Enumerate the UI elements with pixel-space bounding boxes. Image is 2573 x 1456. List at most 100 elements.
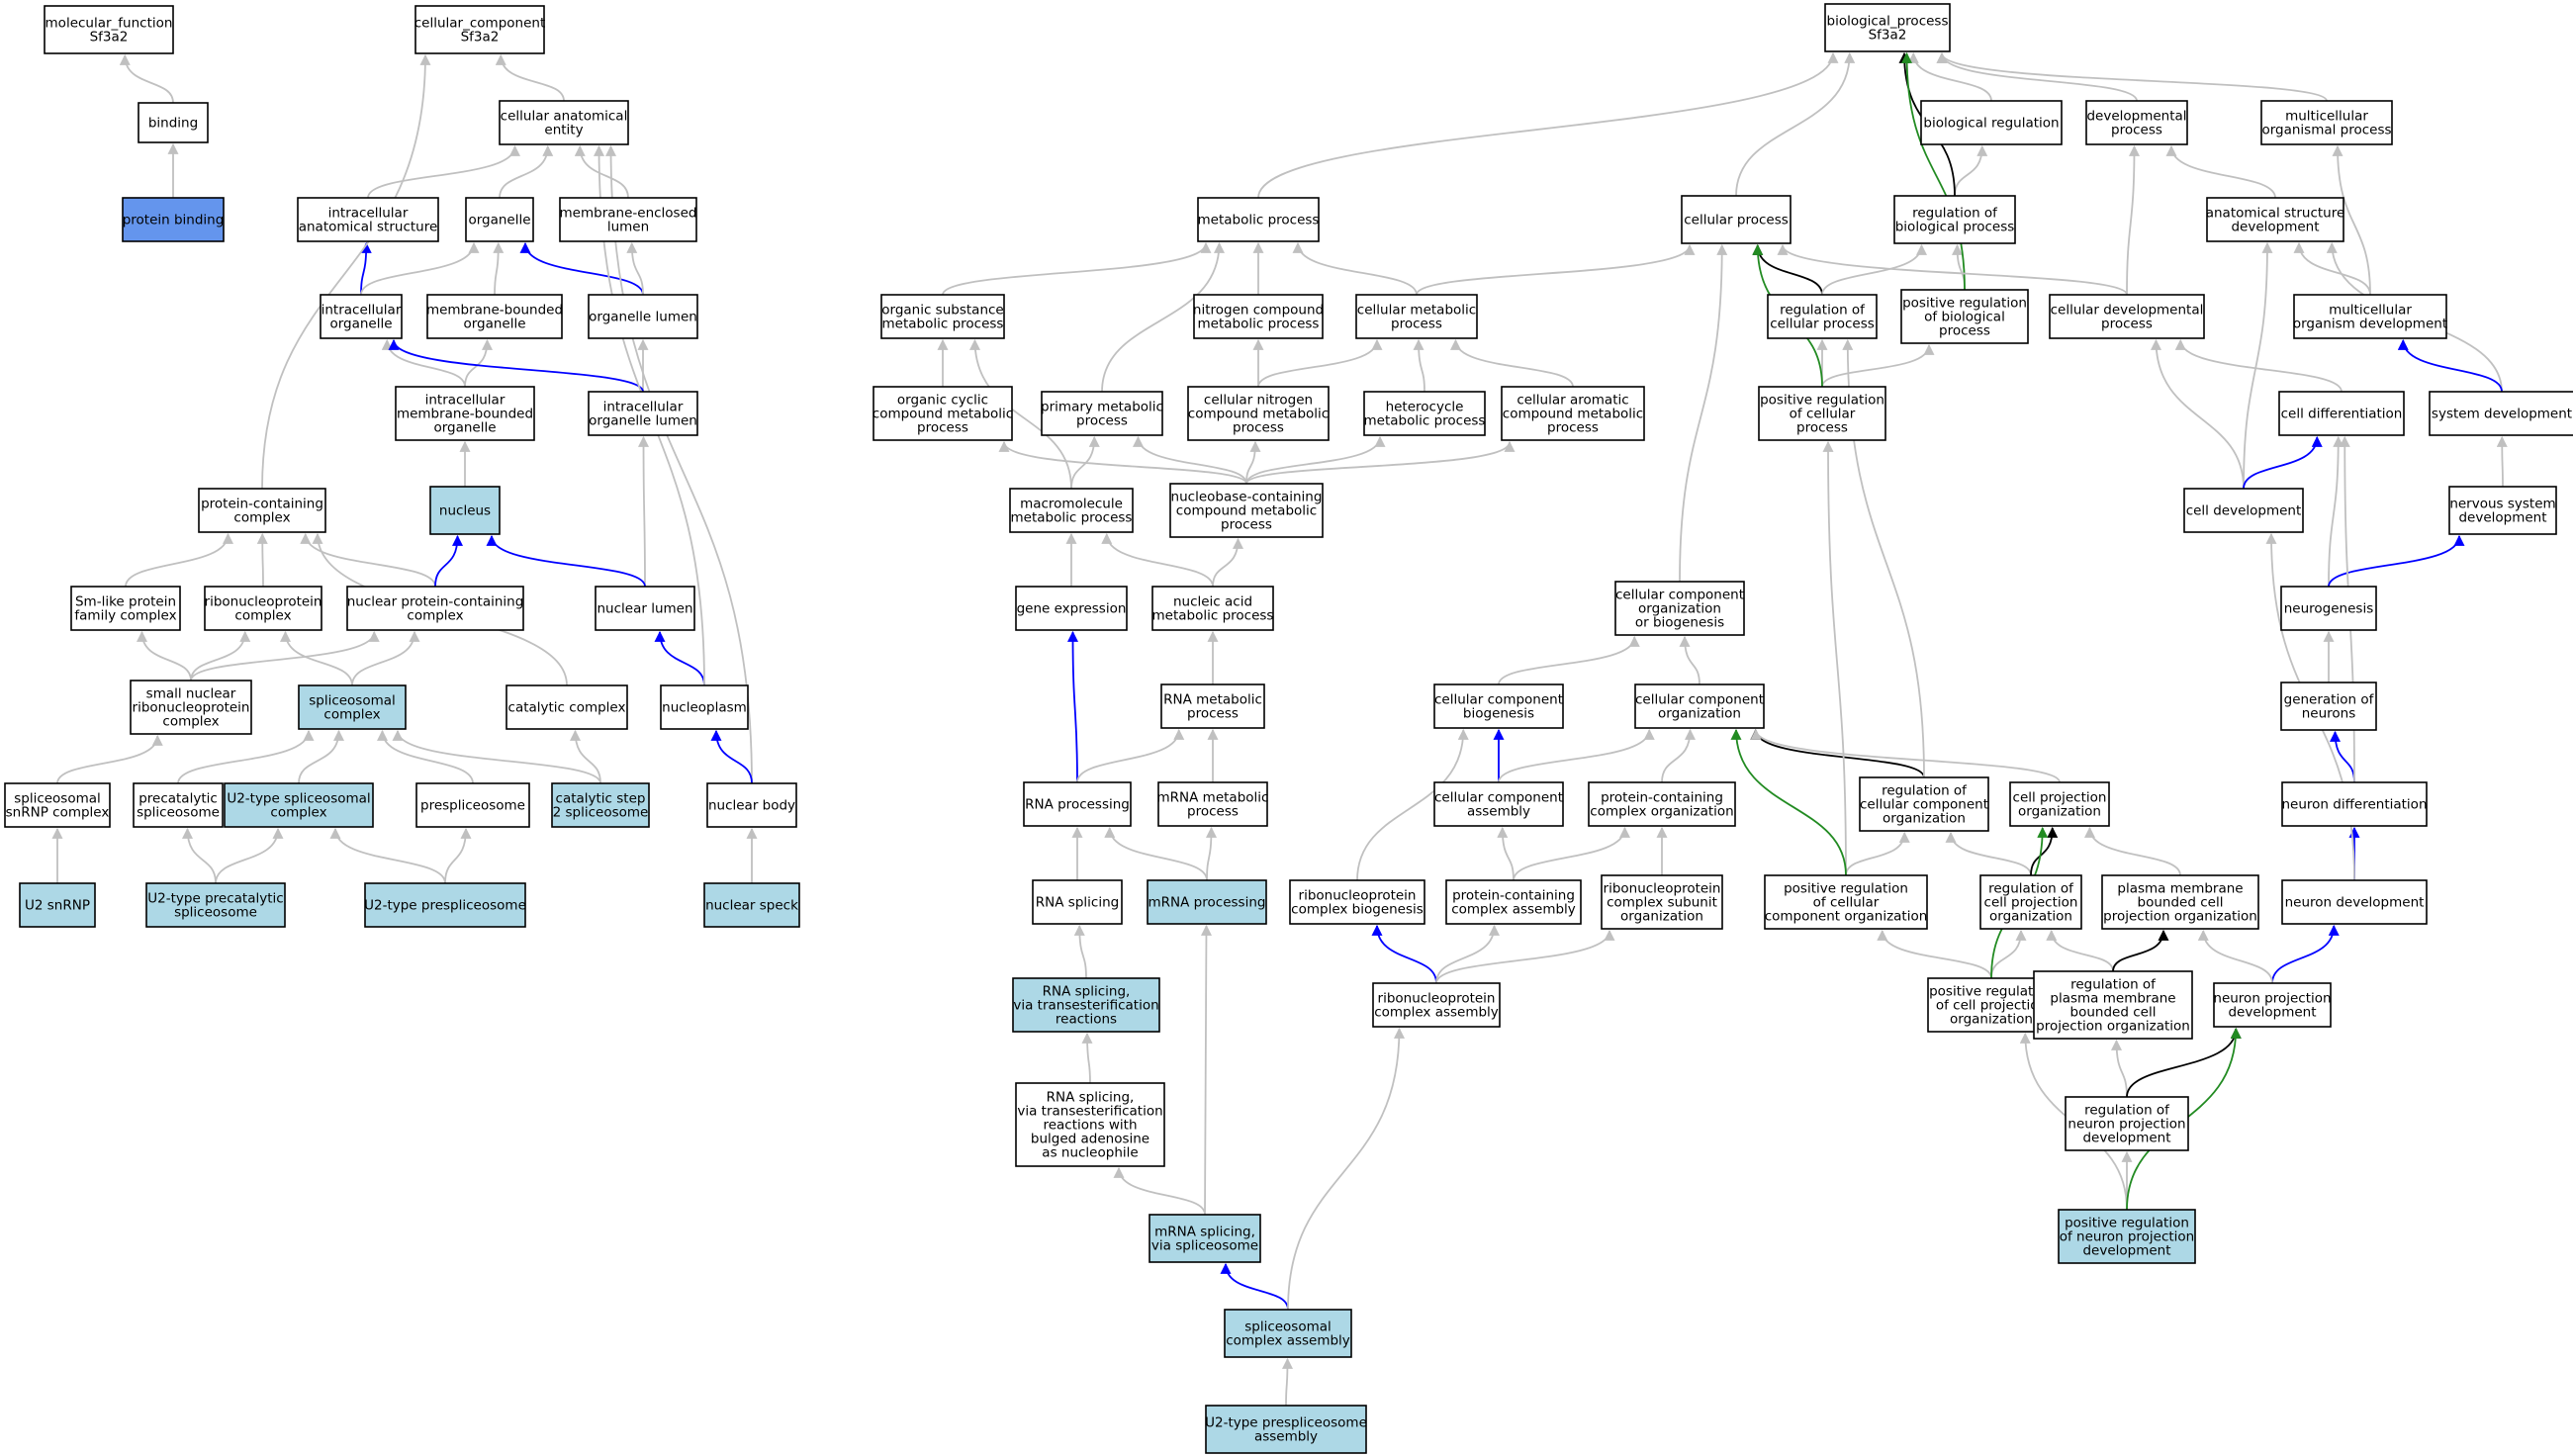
- term-node-celldiff[interactable]: cell differentiation: [2278, 391, 2405, 436]
- term-node-mrnasplice[interactable]: mRNA splicing,via spliceosome: [1149, 1214, 1261, 1263]
- term-node-metp[interactable]: metabolic process: [1197, 197, 1320, 242]
- term-node-nucleus[interactable]: nucleus: [429, 486, 501, 535]
- term-box: [1205, 1405, 1367, 1454]
- term-node-prespl[interactable]: prespliceosome: [415, 782, 530, 828]
- term-node-neurogenesis[interactable]: neurogenesis: [2280, 586, 2377, 631]
- term-node-nucleoplasm[interactable]: nucleoplasm: [660, 684, 749, 730]
- term-node-ol[interactable]: organelle lumen: [588, 294, 698, 339]
- term-box: [2009, 781, 2110, 827]
- term-node-neurdiff[interactable]: neuron differentiation: [2281, 781, 2428, 827]
- term-node-protein_binding[interactable]: protein binding: [122, 197, 225, 242]
- term-node-bioreg[interactable]: biological regulation: [1920, 100, 2063, 145]
- term-node-catc[interactable]: catalytic complex: [505, 684, 628, 730]
- term-node-nspeck[interactable]: nuclear speck: [703, 882, 800, 928]
- term-node-rnasplicebulged[interactable]: RNA splicing,via transesterificationreac…: [1015, 1082, 1165, 1167]
- term-label-line: process: [1187, 706, 1239, 722]
- term-node-mrnaproc[interactable]: mRNA processing: [1147, 879, 1267, 925]
- term-node-rnasplice[interactable]: RNA splicing: [1032, 879, 1123, 925]
- edge-is-a-pccassem-to-ccassem: [1497, 826, 1515, 881]
- term-label-line: neuron development: [2285, 895, 2425, 911]
- term-node-sysdev[interactable]: system development: [2429, 391, 2573, 436]
- term-node-nlumen[interactable]: nuclear lumen: [595, 586, 695, 631]
- term-node-celldev[interactable]: cell development: [2183, 488, 2304, 533]
- term-node-neurondev[interactable]: neuron development: [2281, 879, 2428, 925]
- term-node-u2snrnp[interactable]: U2 snRNP: [19, 882, 96, 928]
- term-node-rnasplicetrans[interactable]: RNA splicing,via transesterificationreac…: [1012, 977, 1160, 1033]
- edge-is-a-ias-to-cae: [367, 144, 520, 199]
- term-node-rnaproc[interactable]: RNA processing: [1023, 781, 1132, 827]
- term-node-geneexp[interactable]: gene expression: [1015, 586, 1128, 631]
- term-node-cellp[interactable]: cellular process: [1681, 195, 1792, 244]
- term-node-nbody[interactable]: nuclear body: [706, 782, 797, 828]
- term-node-binding[interactable]: binding: [138, 102, 209, 143]
- term-node-u2prespl[interactable]: U2-type prespliceosome: [364, 882, 526, 928]
- term-node-organelle[interactable]: organelle: [465, 197, 534, 242]
